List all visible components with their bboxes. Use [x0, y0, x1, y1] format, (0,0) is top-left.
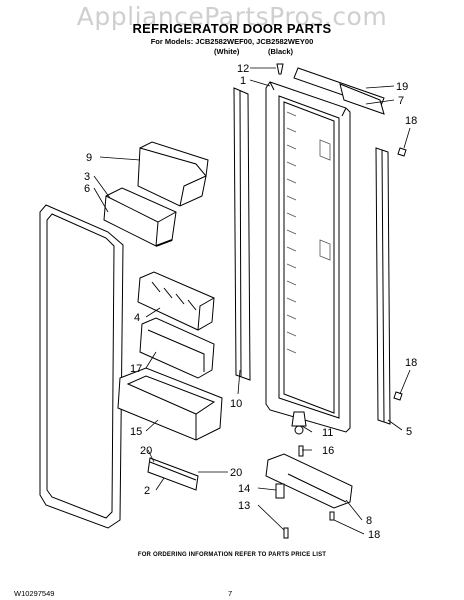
door-trim-strip-left [233, 87, 251, 381]
callout-2: 2 [144, 485, 150, 497]
callout-7: 7 [398, 95, 404, 107]
dairy-bin-part [103, 187, 177, 247]
callout-20b: 20 [230, 467, 242, 479]
callout-labels: 12 1 19 7 18 9 3 6 4 17 10 18 5 11 16 15… [84, 63, 417, 541]
callout-19: 19 [396, 81, 408, 93]
screw-13-icon [283, 527, 289, 539]
ordering-info-note: FOR ORDERING INFORMATION REFER TO PARTS … [137, 552, 327, 558]
callout-18a: 18 [405, 115, 417, 127]
callout-11: 11 [322, 427, 333, 439]
diagram-title: REFRIGERATOR DOOR PARTS [132, 21, 332, 36]
callout-9: 9 [86, 152, 92, 164]
egg-tray-part [137, 271, 215, 331]
screws [275, 63, 407, 539]
callout-16: 16 [322, 445, 334, 457]
callout-10: 10 [230, 398, 242, 410]
dairy-door-part [137, 141, 209, 207]
models-line: For Models: JCB2582WEF00, JCB2582WEY00 [150, 37, 314, 46]
callout-4: 4 [134, 312, 140, 324]
callout-18c: 18 [368, 529, 380, 541]
callout-1: 1 [240, 75, 246, 87]
callout-12: 12 [237, 63, 249, 75]
screw-18c-icon [329, 511, 335, 521]
door-bin-small-part [139, 317, 215, 379]
callout-8: 8 [366, 515, 372, 527]
variant-white-label: (White) [214, 47, 240, 56]
callout-3: 3 [84, 171, 90, 183]
watermark: AppliancePartsPros.com [76, 2, 388, 31]
callout-18b: 18 [405, 357, 417, 369]
hinge-bushing-part [291, 411, 307, 435]
callout-13: 13 [238, 500, 250, 512]
door-closer-cam-part [147, 457, 199, 491]
door-top-cap-part [293, 67, 385, 115]
door-trim-strip-right [375, 147, 391, 425]
door-liner-part [265, 81, 351, 433]
callout-15: 15 [130, 426, 142, 438]
screw-12-icon [276, 63, 284, 75]
callout-20a: 20 [140, 445, 152, 457]
document-id: W10297549 [14, 589, 55, 598]
screw-16-icon [298, 445, 304, 457]
callout-6: 6 [84, 183, 90, 195]
screw-18b-icon [393, 391, 403, 401]
leader-lines [93, 67, 411, 535]
page-number: 7 [228, 589, 233, 598]
callout-17: 17 [130, 363, 142, 375]
callout-5: 5 [406, 426, 412, 438]
screw-18a-icon [397, 147, 407, 157]
bottom-hinge-bracket-part [265, 453, 353, 509]
variant-black-label: (Black) [268, 47, 294, 56]
callout-14: 14 [238, 483, 250, 495]
hinge-pin-14-icon [275, 483, 285, 499]
door-gasket-part [39, 204, 124, 529]
